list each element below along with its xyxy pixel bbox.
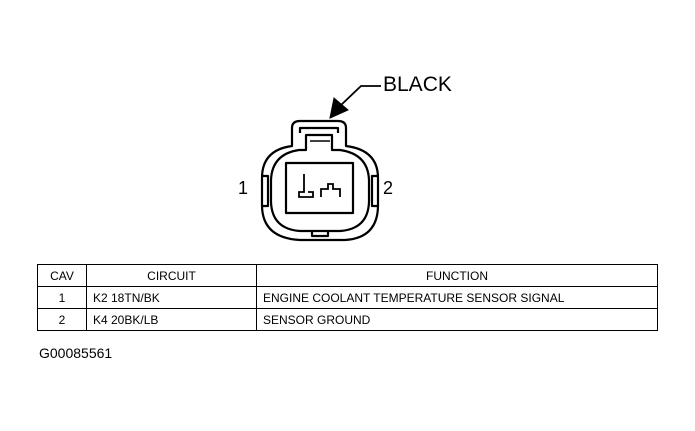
pin-2-label: 2 bbox=[383, 178, 394, 198]
connector-color-label: BLACK bbox=[383, 73, 452, 96]
header-circuit: CIRCUIT bbox=[86, 264, 257, 287]
cell-function: SENSOR GROUND bbox=[256, 308, 658, 331]
pin-1-label: 1 bbox=[238, 178, 249, 198]
pinout-table: CAV CIRCUIT FUNCTION 1 K2 18TN/BK ENGINE… bbox=[37, 264, 658, 331]
table-row: 1 K2 18TN/BK ENGINE COOLANT TEMPERATURE … bbox=[37, 286, 658, 309]
leader-arrow bbox=[329, 97, 349, 119]
connector-drawing bbox=[260, 85, 381, 242]
cell-circuit: K2 18TN/BK bbox=[86, 286, 257, 309]
cell-cav: 2 bbox=[37, 308, 87, 331]
figure-id: G00085561 bbox=[39, 345, 113, 361]
cell-function: ENGINE COOLANT TEMPERATURE SENSOR SIGNAL bbox=[256, 286, 658, 309]
locking-tab bbox=[298, 126, 340, 133]
table-header-row: CAV CIRCUIT FUNCTION bbox=[37, 264, 658, 287]
cell-circuit: K4 20BK/LB bbox=[86, 308, 257, 331]
header-function: FUNCTION bbox=[256, 264, 658, 287]
side-latch-left bbox=[262, 174, 270, 208]
connector-diagram: BLACK 1 2 bbox=[238, 73, 452, 242]
bottom-key bbox=[310, 231, 330, 238]
header-cav: CAV bbox=[37, 264, 87, 287]
cell-cav: 1 bbox=[37, 286, 87, 309]
table-row: 2 K4 20BK/LB SENSOR GROUND bbox=[37, 308, 658, 331]
terminal-2 bbox=[320, 183, 341, 197]
terminal-cavity-block bbox=[284, 161, 355, 215]
terminal-1 bbox=[298, 174, 314, 198]
connector-inner-outline bbox=[269, 133, 371, 233]
side-latch-right bbox=[370, 174, 378, 208]
leader-line bbox=[339, 85, 381, 107]
